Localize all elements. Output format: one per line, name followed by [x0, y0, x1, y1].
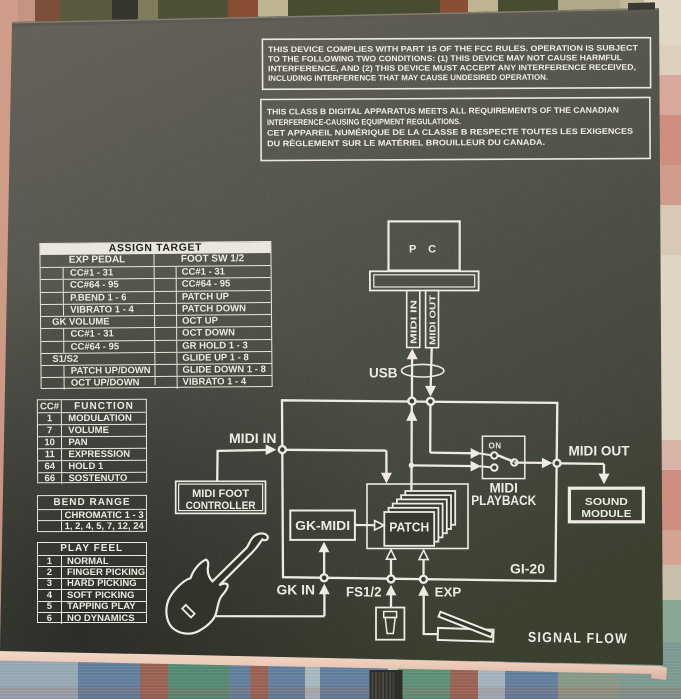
svg-text:FS1/2: FS1/2 — [346, 585, 382, 600]
svg-text:INCLUDING INTERFERENCE THAT MA: INCLUDING INTERFERENCE THAT MAY CAUSE UN… — [268, 73, 548, 83]
svg-text:MODULE: MODULE — [581, 508, 631, 520]
svg-text:CONTROLLER: CONTROLLER — [186, 500, 256, 512]
svg-text:THIS DEVICE COMPLIES WITH PART: THIS DEVICE COMPLIES WITH PART 15 OF THE… — [268, 44, 638, 55]
svg-text:GI-20: GI-20 — [510, 562, 545, 577]
svg-text:INTERFERENCE, AND (2) THIS DEV: INTERFERENCE, AND (2) THIS DEVICE MUST A… — [268, 63, 636, 74]
svg-text:MIDI OUT: MIDI OUT — [569, 444, 631, 459]
svg-text:THIS CLASS B DIGITAL APPARATUS: THIS CLASS B DIGITAL APPARATUS MEETS ALL… — [267, 106, 619, 117]
svg-text:GK-MIDI: GK-MIDI — [295, 519, 350, 533]
svg-text:DU RÈGLEMENT SUR LE MATÉRIEL B: DU RÈGLEMENT SUR LE MATÉRIEL BROUILLEUR … — [267, 138, 545, 148]
svg-text:ON: ON — [489, 442, 502, 451]
svg-text:MIDI IN: MIDI IN — [229, 431, 277, 446]
svg-text:SIGNAL FLOW: SIGNAL FLOW — [528, 630, 628, 648]
svg-text:TO THE FOLLOWING TWO CONDITION: TO THE FOLLOWING TWO CONDITIONS: (1) THI… — [268, 53, 622, 64]
svg-text:INTERFERENCE-CAUSING EQUIPMENT: INTERFERENCE-CAUSING EQUIPMENT REGULATIO… — [267, 117, 461, 127]
svg-text:P C: P C — [409, 244, 441, 256]
svg-text:EXP: EXP — [435, 584, 462, 599]
svg-text:CET APPAREIL NUMÉRIQUE DE LA C: CET APPAREIL NUMÉRIQUE DE LA CLASSE B RE… — [267, 127, 634, 138]
svg-text:MIDI OUT: MIDI OUT — [427, 294, 437, 345]
svg-text:GK IN: GK IN — [277, 581, 316, 597]
svg-text:PLAYBACK: PLAYBACK — [471, 493, 536, 508]
svg-text:PATCH: PATCH — [389, 520, 429, 535]
svg-text:SOUND: SOUND — [585, 496, 628, 508]
svg-text:MIDI IN: MIDI IN — [408, 300, 418, 344]
svg-text:USB: USB — [369, 366, 398, 381]
svg-text:MIDI: MIDI — [489, 481, 518, 496]
svg-text:MIDI FOOT: MIDI FOOT — [192, 488, 249, 500]
